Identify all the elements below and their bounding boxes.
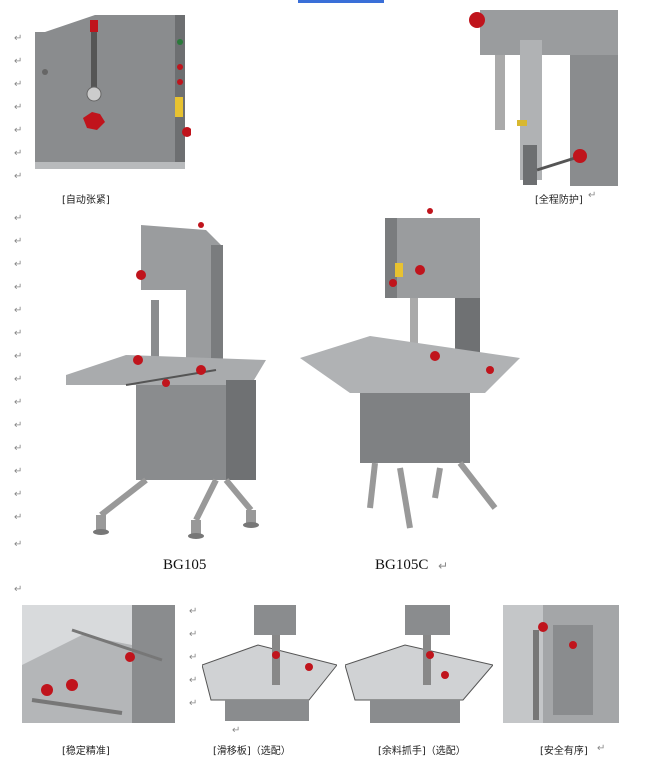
return-mark: ↵ xyxy=(14,33,23,44)
image-stable-precise xyxy=(22,605,175,723)
model-label-bg105: BG105 xyxy=(163,557,207,573)
image-auto-tension xyxy=(35,12,191,169)
return-mark: ↵ xyxy=(189,675,198,686)
bg105c-machine-illustration xyxy=(300,208,520,529)
return-mark: ↵ xyxy=(14,171,23,182)
caption-auto-tension: [自动张紧] xyxy=(62,195,110,206)
caption-scrap-gripper: [余料抓手]（选配） xyxy=(378,746,466,757)
table-fence-illustration xyxy=(22,605,175,723)
return-mark: ↵ xyxy=(14,489,23,500)
return-mark: ↵ xyxy=(14,56,23,67)
image-full-protection xyxy=(465,10,618,186)
return-mark: ↵ xyxy=(14,374,23,385)
return-mark: ↵ xyxy=(14,79,23,90)
image-scrap-gripper xyxy=(345,605,493,723)
return-mark: ↵ xyxy=(14,259,23,270)
return-mark: ↵ xyxy=(14,584,23,595)
caption-stable-precise: [稳定精准] xyxy=(62,746,110,757)
return-mark: ↵ xyxy=(14,282,23,293)
return-mark: ↵ xyxy=(189,606,198,617)
return-mark: ↵ xyxy=(14,397,23,408)
return-mark: ↵ xyxy=(14,236,23,247)
caption-sliding-plate: [滑移板]（选配） xyxy=(213,746,291,757)
return-mark: ↵ xyxy=(14,213,23,224)
return-mark: ↵ xyxy=(232,725,241,736)
return-mark: ↵ xyxy=(14,512,23,523)
return-mark: ↵ xyxy=(14,420,23,431)
link-underline xyxy=(298,0,384,3)
model-label-bg105c: BG105C xyxy=(375,557,429,573)
return-mark: ↵ xyxy=(189,652,198,663)
image-bg105 xyxy=(66,220,268,542)
return-mark: ↵ xyxy=(14,125,23,136)
return-mark: ↵ xyxy=(14,328,23,339)
scrap-gripper-illustration xyxy=(345,605,493,723)
return-mark: ↵ xyxy=(189,698,198,709)
blade-guard-illustration xyxy=(469,10,618,186)
return-mark: ↵ xyxy=(14,305,23,316)
bg105-machine-illustration xyxy=(66,222,266,539)
return-mark: ↵ xyxy=(14,466,23,477)
return-mark: ↵ xyxy=(14,102,23,113)
return-mark: ↵ xyxy=(14,443,23,454)
image-bg105c xyxy=(300,208,522,533)
safety-guard-illustration xyxy=(503,605,619,723)
image-sliding-plate xyxy=(202,605,337,721)
caption-safe-orderly: [安全有序] xyxy=(540,746,588,757)
return-mark: ↵ xyxy=(14,539,23,550)
image-safe-orderly xyxy=(503,605,619,723)
sliding-plate-illustration xyxy=(202,605,337,721)
bandsaw-head-illustration xyxy=(35,15,191,169)
return-mark: ↵ xyxy=(438,559,449,573)
return-mark: ↵ xyxy=(189,629,198,640)
return-mark: ↵ xyxy=(597,743,606,754)
caption-full-protection: [全程防护] xyxy=(535,195,583,206)
return-mark: ↵ xyxy=(588,190,597,201)
return-mark: ↵ xyxy=(14,148,23,159)
return-mark: ↵ xyxy=(14,351,23,362)
